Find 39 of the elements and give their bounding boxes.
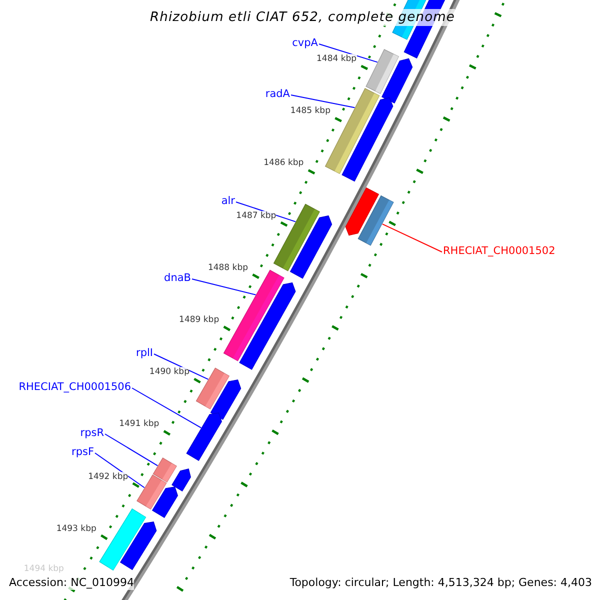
gene-bar: [358, 195, 394, 246]
leader-line: [318, 44, 378, 63]
leader-line: [192, 278, 256, 296]
position-label: 1487 kbp: [236, 210, 276, 221]
gene-label: radA: [265, 88, 290, 101]
gene-feature: [186, 412, 222, 461]
position-label: 1491 kbp: [119, 419, 160, 430]
gene-feature: [172, 468, 191, 492]
gene-feature: [152, 486, 178, 518]
position-label: 1485 kbp: [290, 106, 330, 116]
leader-line: [94, 452, 145, 488]
leader-line: [104, 434, 158, 466]
gene-label: rpsF: [72, 446, 94, 459]
leader-line: [382, 224, 442, 252]
gene-label: RHECIAT_CH0001502: [443, 245, 556, 258]
gene-feature: [342, 97, 394, 182]
position-label: 1488 kbp: [208, 262, 248, 273]
gene-label: dnaB: [164, 272, 191, 285]
position-label: 1486 kbp: [264, 158, 304, 168]
position-label: 1492 kbp: [88, 472, 128, 482]
gene-feature: [120, 522, 157, 570]
title: Rhizobium etli CIAT 652, complete genome: [150, 9, 455, 26]
gene-label: alr: [221, 195, 235, 208]
leader-line: [154, 354, 209, 380]
gene-label: rplI: [136, 347, 153, 360]
position-label: 1490 kbp: [149, 367, 190, 378]
gene-feature: [239, 282, 296, 370]
gene-label: cvpA: [292, 37, 318, 50]
leader-line: [290, 94, 356, 108]
position-label: 1484 kbp: [316, 54, 357, 64]
footer-text: Accession: NC_010994: [9, 576, 134, 590]
position-label: 1489 kbp: [179, 315, 220, 325]
gene-feature: [290, 215, 332, 279]
footer-text: Topology: circular; Length: 4,513,324 bp; Genes: 4,403: [290, 576, 592, 590]
leader-line: [132, 388, 202, 428]
gene-feature: [382, 58, 413, 104]
gene-label: rpsR: [80, 427, 104, 440]
gene-label: RHECIAT_CH0001506: [18, 381, 131, 394]
position-label: 1493 kbp: [56, 524, 96, 534]
